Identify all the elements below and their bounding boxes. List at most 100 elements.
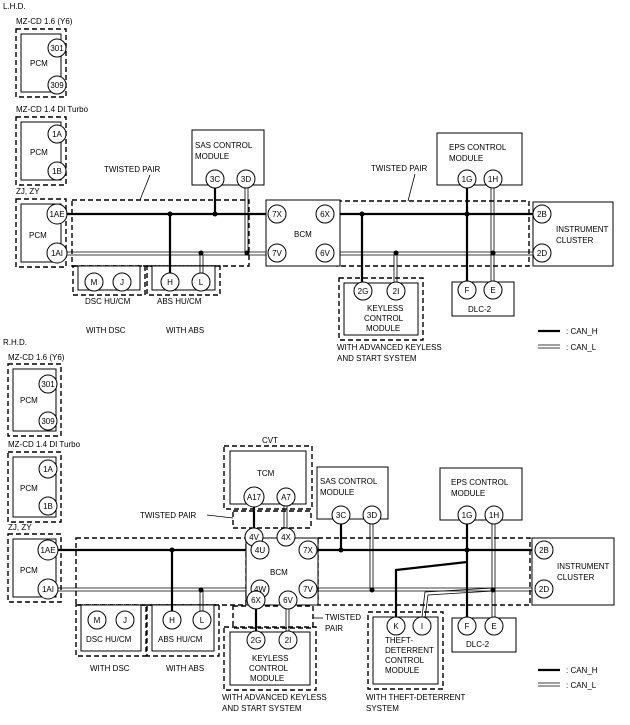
rhd-pcm-2-pin-1b: 1B [43, 502, 53, 511]
rhd-eps-pin-1h: 1H [489, 511, 499, 520]
lhd-keyless-pin-2g: 2G [358, 287, 369, 296]
svg-text:CONTROL: CONTROL [364, 314, 404, 323]
lhd-pcm-3-pin-1ai: 1AI [51, 249, 63, 258]
lhd-with-abs: WITH ABS [166, 326, 204, 335]
lhd-twisted-pair-label-2: TWISTED PAIR [371, 164, 428, 173]
rhd-legend-can-l-line [538, 682, 560, 687]
rhd-sas-pin-3c: 3C [336, 511, 346, 520]
lhd-engine-label-3: ZJ, ZY [16, 187, 40, 196]
svg-text:MODULE: MODULE [385, 666, 419, 675]
rhd-section: R.H.D. MZ-CD 1.6 (Y6) PCM 301 309 MZ-CD … [3, 338, 615, 713]
lhd-dsc-label: DSC HU/CM [85, 297, 131, 306]
lhd-pcm-1-pin-309: 309 [50, 81, 64, 90]
lhd-abs-pin-h: H [167, 278, 173, 287]
lhd-pcm-2-pin-1b: 1B [52, 167, 62, 176]
rhd-sas-pin-3d: 3D [367, 511, 377, 520]
svg-text:EPS CONTROL: EPS CONTROL [451, 478, 509, 487]
rhd-twisted-pair-label-2a: TWISTED [325, 613, 361, 622]
rhd-bcm-label: BCM [270, 568, 288, 577]
rhd-bcm-pin-7v: 7V [303, 585, 313, 594]
svg-text:DETERRENT: DETERRENT [385, 646, 434, 655]
lhd-keyless-caption-2: AND START SYSTEM [337, 354, 417, 363]
rhd-dlc-pin-e: E [491, 622, 496, 631]
rhd-cluster-pin-2b: 2B [539, 546, 549, 555]
rhd-tcm-pin-a17: A17 [247, 493, 262, 502]
rhd-twisted-pair-label-2b: PAIR [325, 624, 343, 633]
lhd-pcm-3-label: PCM [29, 231, 47, 240]
rhd-bcm-pin-4u: 4U [255, 546, 265, 555]
rhd-cvt-label: CVT [262, 436, 278, 445]
rhd-engine-label-1: MZ-CD 1.6 (Y6) [8, 353, 65, 362]
rhd-dsc-hu-cm [80, 604, 142, 652]
lhd-eps-pin-1g: 1G [462, 175, 473, 184]
rhd-keyless-caption-2: AND START SYSTEM [222, 704, 302, 713]
rhd-twisted-pair-keyless [232, 605, 314, 629]
svg-text:MODULE: MODULE [451, 489, 485, 498]
lhd-eps-module [436, 132, 523, 186]
rhd-pcm-2-pin-1a: 1A [43, 465, 53, 474]
rhd-dsc-label: DSC HU/CM [86, 635, 132, 644]
rhd-bcm-pin-7x: 7X [303, 546, 313, 555]
rhd-theft-pin-i: I [421, 622, 423, 631]
rhd-twisted-pair-left [75, 537, 247, 606]
lhd-legend-can-l: : CAN_L [566, 343, 597, 352]
rhd-tcm-pin-a7: A7 [281, 493, 291, 502]
lhd-pcm-2-pin-1a: 1A [52, 130, 62, 139]
lhd-dlc-label: DLC-2 [468, 305, 492, 314]
lhd-sas-pin-3d: 3D [241, 175, 251, 184]
lhd-bcm-pin-6x: 6X [320, 210, 330, 219]
rhd-pcm-3-pin-1ai: 1AI [42, 585, 54, 594]
rhd-dsc-pin-j: J [123, 616, 127, 625]
lhd-bcm-pin-7x: 7X [272, 210, 282, 219]
svg-text:CLUSTER: CLUSTER [557, 573, 595, 582]
lhd-cluster-pin-2d: 2D [537, 249, 547, 258]
svg-text:MODULE: MODULE [449, 154, 483, 163]
rhd-dlc-pin-f: F [465, 622, 470, 631]
rhd-keyless-pin-2i: 2I [285, 636, 292, 645]
lhd-bcm-pin-7v: 7V [272, 249, 282, 258]
lhd-legend-can-h: : CAN_H [566, 327, 598, 336]
lhd-keyless-pin-2i: 2I [393, 287, 400, 296]
lhd-dlc-pin-f: F [465, 286, 470, 295]
rhd-abs-pin-l: L [200, 616, 205, 625]
rhd-legend-can-l: : CAN_L [566, 681, 597, 690]
lhd-pcm-3-pin-1ae: 1AE [49, 210, 64, 219]
rhd-pcm-2-label: PCM [20, 484, 38, 493]
lhd-abs-pin-l: L [199, 278, 204, 287]
svg-text:SAS CONTROL: SAS CONTROL [195, 141, 253, 150]
svg-text:MODULE: MODULE [366, 324, 400, 333]
lhd-section: L.H.D. MZ-CD 1.6 (Y6) PCM 301 309 MZ-CD … [3, 2, 614, 363]
svg-text:SAS CONTROL: SAS CONTROL [320, 477, 378, 486]
rhd-cluster-pin-2d: 2D [539, 585, 549, 594]
rhd-pcm-3-pin-1ae: 1AE [40, 546, 55, 555]
lhd-twisted-pair-label-1: TWISTED PAIR [104, 165, 161, 174]
lhd-title: L.H.D. [3, 2, 26, 11]
rhd-legend-can-h: : CAN_H [566, 666, 598, 675]
rhd-abs-label: ABS HU/CM [158, 635, 203, 644]
rhd-twisted-pair-label-1: TWISTED PAIR [140, 511, 197, 520]
rhd-twisted-pair-tcm [232, 510, 312, 529]
lhd-bcm-label: BCM [294, 230, 312, 239]
svg-text:MODULE: MODULE [250, 674, 284, 683]
lhd-abs-label: ABS HU/CM [157, 297, 202, 306]
lhd-cluster-pin-2b: 2B [537, 210, 547, 219]
rhd-dsc-pin-m: M [94, 616, 101, 625]
rhd-engine-label-3: ZJ, ZY [8, 523, 32, 532]
lhd-legend-can-l-line [538, 344, 560, 349]
rhd-pcm-1-pin-301: 301 [41, 380, 55, 389]
rhd-with-dsc: WITH DSC [90, 664, 130, 673]
rhd-dlc-label: DLC-2 [466, 640, 490, 649]
rhd-bcm-pin-4v: 4V [249, 533, 259, 542]
rhd-eps-module [439, 467, 523, 521]
rhd-theft-caption-1: WITH THEFT-DETERRENT [366, 693, 466, 702]
rhd-with-abs: WITH ABS [166, 664, 204, 673]
lhd-keyless-caption-1: WITH ADVANCED KEYLESS [337, 343, 442, 352]
lhd-dsc-pin-m: M [91, 278, 98, 287]
rhd-bcm-pin-6x: 6X [251, 596, 261, 605]
svg-text:CLUSTER: CLUSTER [556, 236, 594, 245]
lhd-pcm-1-pin-301: 301 [50, 44, 64, 53]
rhd-theft-caption-2: SYSTEM [366, 704, 399, 713]
svg-text:MODULE: MODULE [195, 152, 229, 161]
rhd-bcm-pin-4x: 4X [281, 533, 291, 542]
